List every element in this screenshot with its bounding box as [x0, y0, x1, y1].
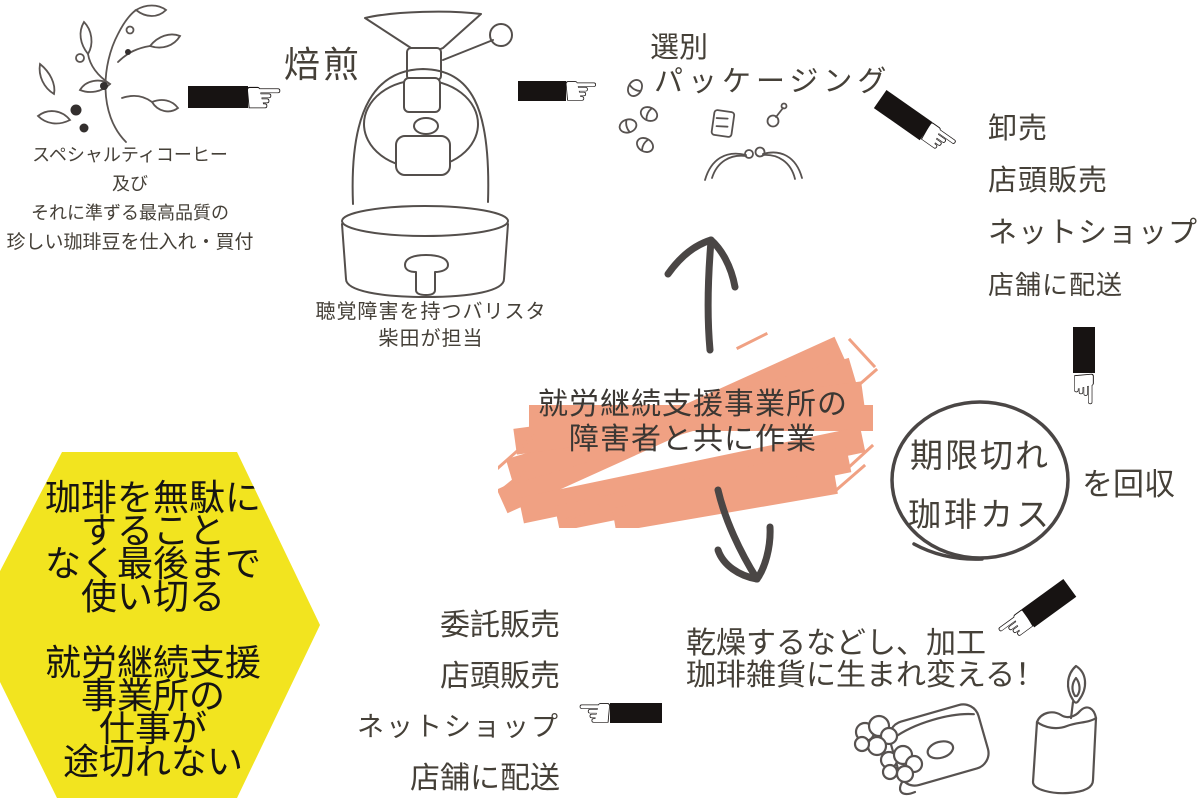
pointing-finger-right: ☞	[562, 66, 600, 115]
coffee-beans-packaging-icon	[618, 79, 803, 181]
hand-sleeve	[188, 86, 248, 108]
candle-icon	[1031, 664, 1098, 795]
up-arrow-icon	[664, 236, 739, 354]
sales-channel-item: 店頭販売	[440, 660, 560, 693]
sales-channel-item: 店舗に配送	[988, 270, 1124, 300]
slogan-line: 就労継続支援	[44, 642, 261, 683]
pointing-hand-left-icon: ☜	[576, 692, 662, 734]
sourcing-line: スペシャルティコーヒー	[32, 145, 228, 165]
collection-circle	[890, 400, 1070, 561]
collection-suffix: を回収	[1082, 467, 1175, 502]
slogan-line: なく最後まで	[44, 543, 261, 584]
sales-channels-top: 卸売 店頭販売 ネットショップ 店舗に配送	[988, 103, 1198, 311]
roaster-caption-line: 柴田が担当	[378, 328, 484, 350]
roaster-caption-line: 聴覚障害を持つバリスタ	[315, 301, 547, 323]
slogan-hexagon: 珈琲を無駄に すること なく最後まで 使い切る 就労継続支援 事業所の 仕事が …	[0, 452, 320, 798]
hand-sleeve	[1021, 578, 1077, 628]
slogan-line: 使い切る	[80, 576, 225, 617]
sales-channel-item: 店舗に配送	[410, 762, 560, 795]
slogan-line: 事業所の	[80, 675, 225, 716]
pointing-hand-right-icon: ☞	[188, 74, 284, 120]
slogan-text: 珈琲を無駄に すること なく最後まで 使い切る 就労継続支援 事業所の 仕事が …	[0, 477, 320, 782]
highlight-scribble	[498, 331, 878, 528]
pointing-finger-left: ☜	[576, 688, 614, 737]
collection-label-line: 期限切れ	[910, 437, 1050, 474]
slogan-line: 仕事が	[98, 708, 207, 749]
coffee-branch-icon	[36, 4, 182, 143]
pointing-hand-down-icon: ☟	[1064, 327, 1104, 411]
pointing-hand-right-icon: ☞	[518, 70, 600, 112]
sales-channel-item: 店頭販売	[988, 165, 1109, 197]
packaging-title: パッケージング	[654, 66, 892, 98]
hand-sleeve	[609, 703, 662, 723]
hand-sleeve	[518, 81, 566, 101]
center-note: 就労継続支援事業所の 障害者と共に作業	[495, 387, 891, 457]
upcycle-line: 珈琲雑貨に生まれ変える！	[686, 659, 1046, 692]
candle-flame	[1066, 664, 1087, 704]
sales-channel-item: 卸売	[988, 113, 1049, 145]
sales-channels-bottom: 委託販売 店頭販売 ネットショップ 店舗に配送	[330, 600, 560, 800]
slogan-line: すること	[80, 510, 225, 551]
sourcing-line: 及び	[112, 174, 148, 194]
roasting-title: 焙煎	[284, 44, 363, 85]
upcycle-line: 乾燥するなどし、加工	[686, 627, 986, 660]
slogan-line: 珈琲を無駄に	[44, 477, 261, 518]
collection-label-line: 珈琲カス	[908, 496, 1052, 533]
center-note-line: 就労継続支援事業所の	[538, 388, 848, 421]
upcycle-note: 乾燥するなどし、加工 珈琲雑貨に生まれ変える！	[686, 628, 1045, 692]
pointing-finger-down: ☟	[1071, 365, 1097, 414]
sourcing-line: それに準ずる最高品質の	[31, 203, 229, 223]
coffee-roaster-icon	[341, 10, 513, 298]
sales-channel-item: 委託販売	[440, 609, 560, 642]
center-note-line: 障害者と共に作業	[569, 423, 817, 456]
coffee-soap-icon	[853, 703, 990, 796]
slogan-line: 途切れない	[62, 741, 243, 782]
hand-sleeve	[1073, 327, 1095, 373]
down-arrow-icon	[714, 486, 774, 583]
pointing-finger-right: ☞	[243, 70, 285, 124]
sourcing-line: 珍しい珈琲豆を仕入れ・買付	[6, 232, 254, 253]
roaster-caption: 聴覚障害を持つバリスタ 柴田が担当	[300, 299, 562, 353]
sales-channel-item: ネットショップ	[988, 217, 1199, 249]
pointing-hand-diagonal-right-icon: ☞	[868, 81, 969, 171]
sorting-title: 選別	[650, 32, 709, 64]
sourcing-caption: スペシャルティコーヒー 及び それに準ずる最高品質の 珍しい珈琲豆を仕入れ・買付	[0, 141, 266, 257]
sales-channel-item: ネットショップ	[357, 712, 560, 742]
